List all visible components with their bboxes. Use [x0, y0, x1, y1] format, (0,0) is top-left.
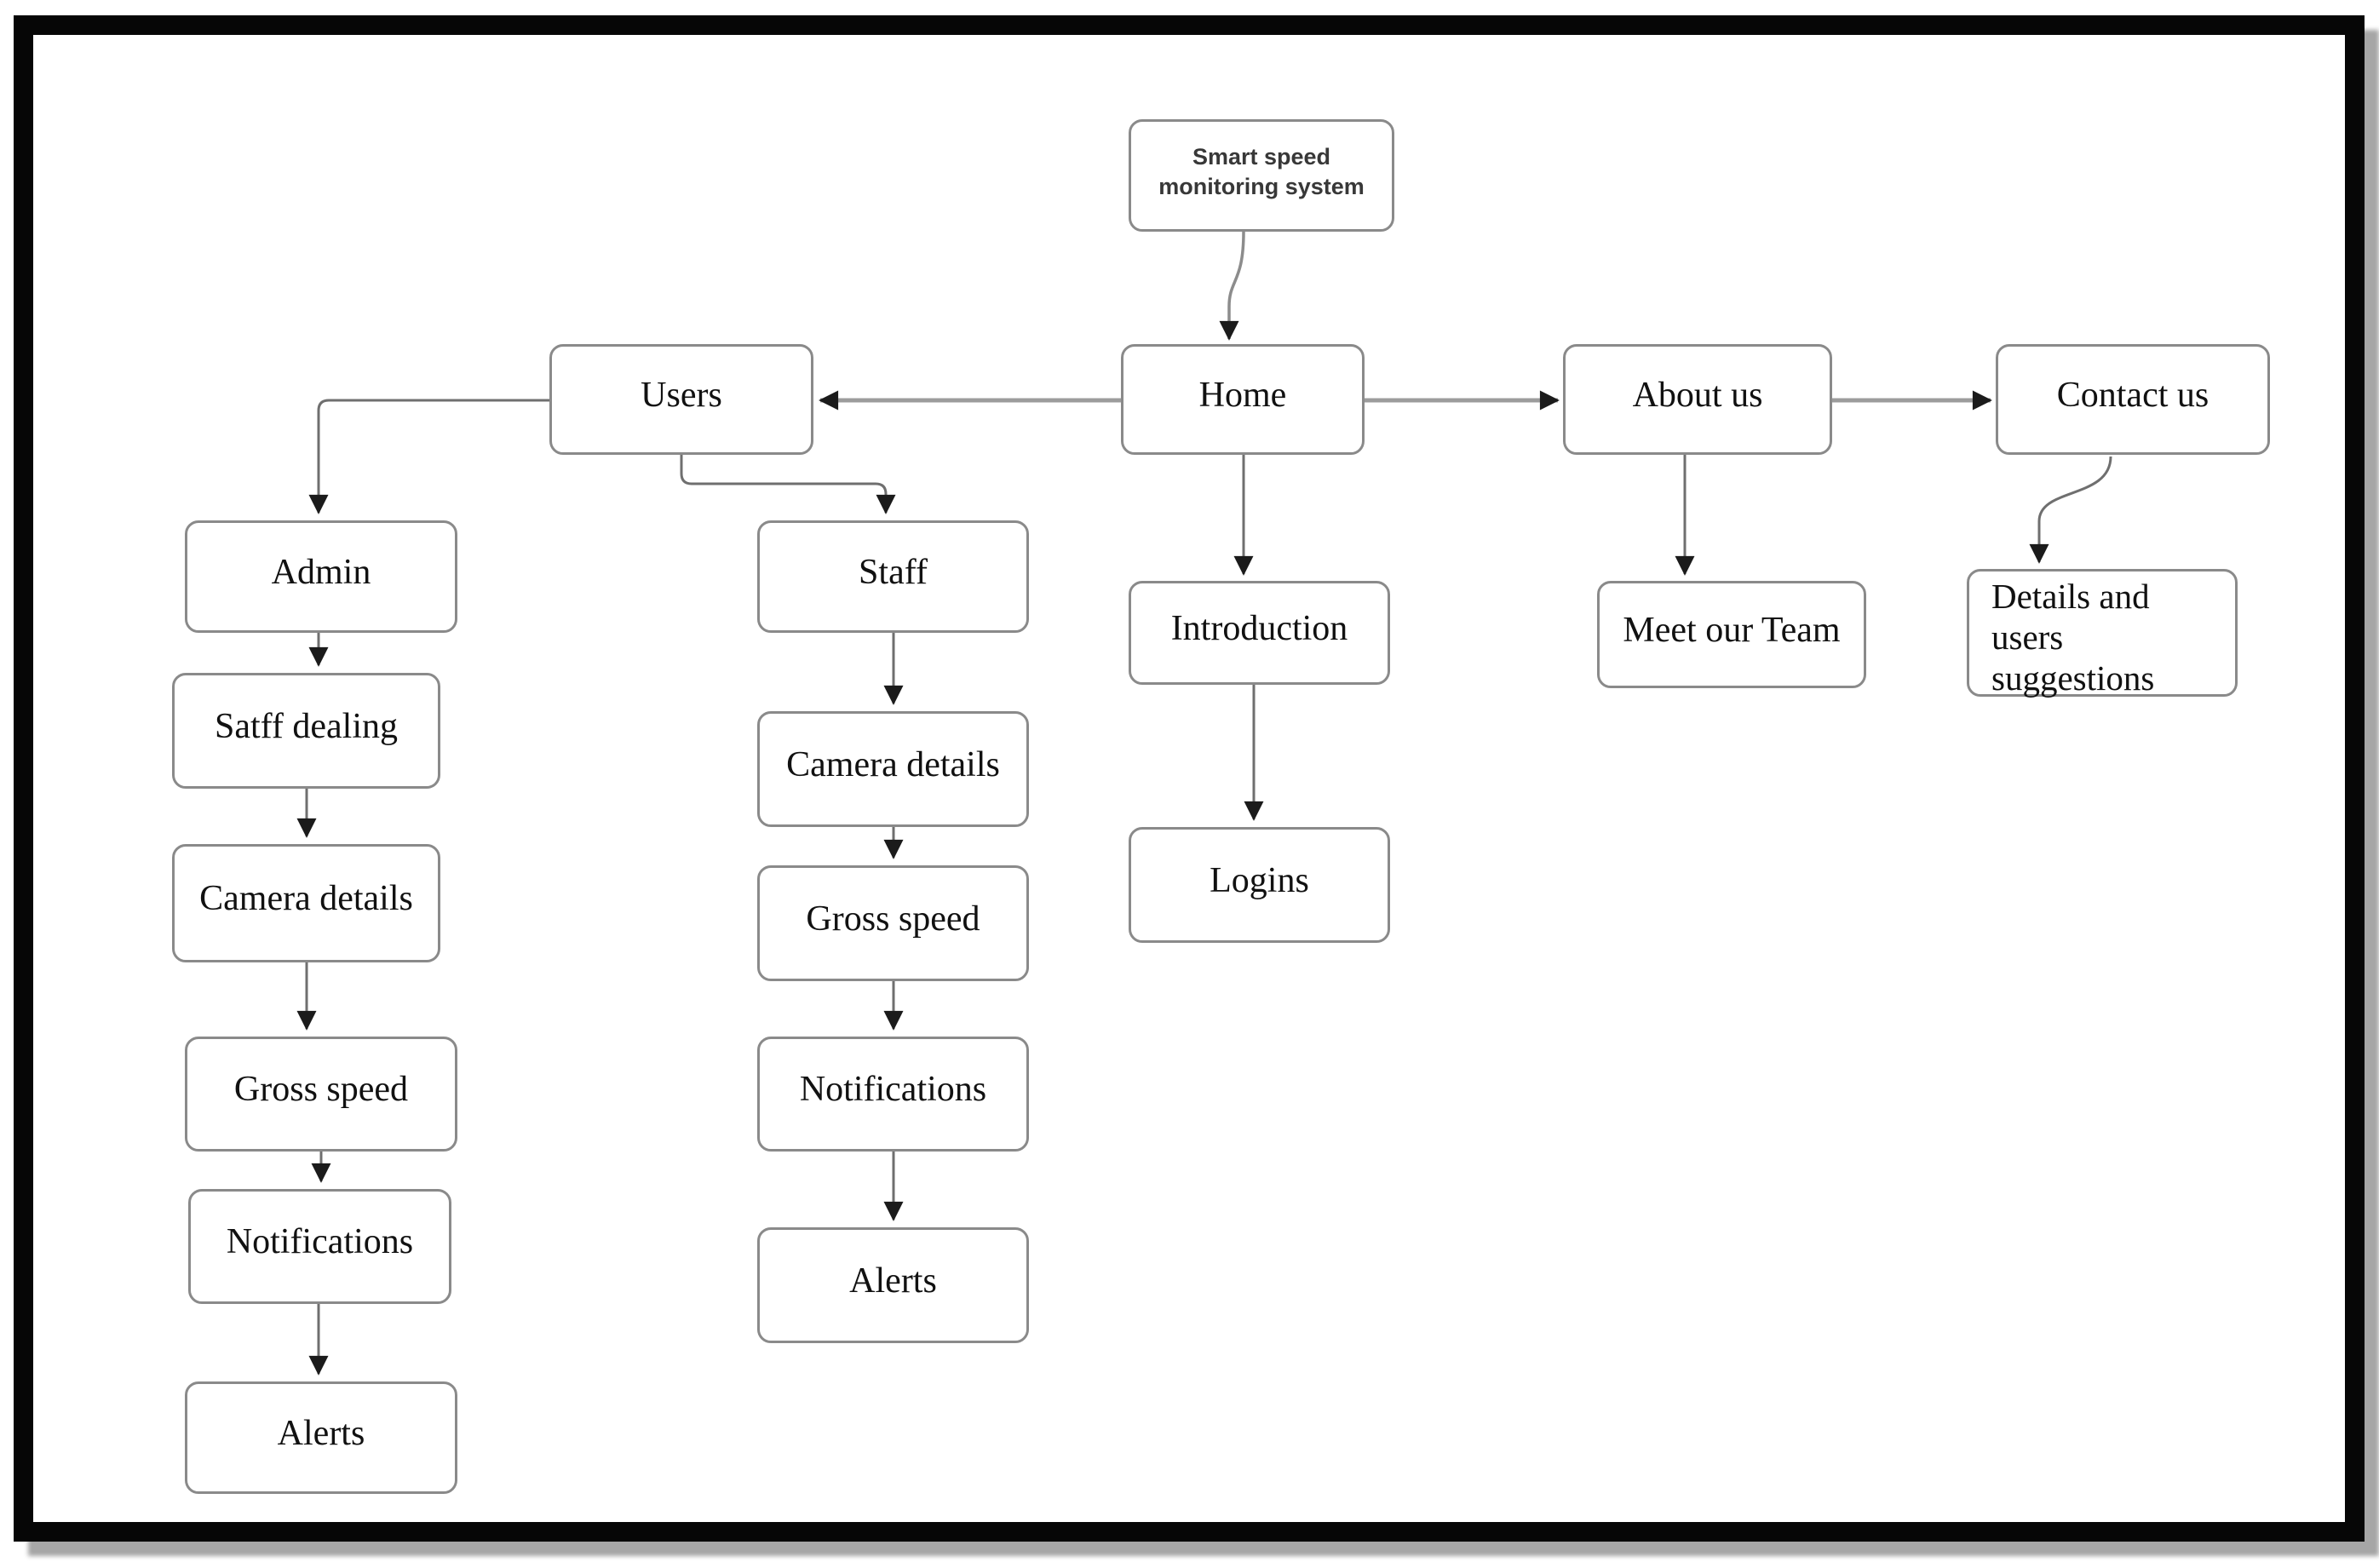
node-staff-notifications: Notifications [757, 1037, 1029, 1152]
node-introduction: Introduction [1129, 581, 1390, 685]
node-label: Camera details [199, 879, 413, 919]
node-label: Camera details [786, 744, 1000, 784]
edge-contact-us-details-suggestions [2029, 456, 2112, 564]
node-label: Alerts [277, 1413, 365, 1453]
node-label: Meet our Team [1623, 610, 1841, 650]
node-label: Staff [859, 552, 928, 592]
node-about-us: About us [1563, 344, 1832, 455]
node-contact-us: Contact us [1996, 344, 2270, 455]
node-label: Gross speed [233, 1070, 409, 1110]
node-label: Users [641, 375, 722, 415]
edge-users-staff [680, 455, 896, 514]
node-label: Introduction [1170, 608, 1348, 648]
node-label: Notifications [226, 1222, 414, 1262]
node-admin-camera-details: Camera details [172, 844, 440, 962]
node-satff-dealing: Satff dealing [172, 673, 440, 789]
node-admin-gross-speed: Gross speed [185, 1037, 457, 1152]
edge-root-home [1219, 231, 1245, 341]
node-users: Users [549, 344, 813, 455]
page-frame [14, 15, 2365, 1542]
node-details-and-users-suggestions: Details and users suggestions [1967, 569, 2238, 698]
node-staff-camera-details: Camera details [757, 711, 1029, 827]
node-label: Smart speed monitoring system [1158, 143, 1365, 199]
node-home: Home [1121, 344, 1365, 455]
node-label: Logins [1210, 860, 1309, 900]
node-staff-alerts: Alerts [757, 1227, 1029, 1343]
node-label: Notifications [799, 1070, 987, 1110]
node-label: Home [1198, 375, 1287, 415]
node-staff-gross-speed: Gross speed [757, 865, 1029, 981]
node-admin-alerts: Alerts [185, 1381, 457, 1494]
node-label: Details and users suggestions [1991, 577, 2155, 698]
node-label: About us [1632, 375, 1763, 415]
node-label: Satff dealing [214, 706, 398, 746]
edge-users-admin [308, 399, 549, 514]
node-logins: Logins [1129, 827, 1390, 943]
node-label: Contact us [2056, 375, 2209, 415]
node-admin: Admin [185, 520, 457, 633]
node-admin-notifications: Notifications [188, 1189, 451, 1304]
node-staff: Staff [757, 520, 1029, 633]
node-label: Gross speed [806, 899, 980, 939]
node-meet-our-team: Meet our Team [1597, 581, 1866, 688]
node-label: Admin [271, 552, 371, 592]
node-label: Alerts [849, 1261, 937, 1301]
node-smart-speed-monitoring-system: Smart speed monitoring system [1129, 119, 1394, 232]
